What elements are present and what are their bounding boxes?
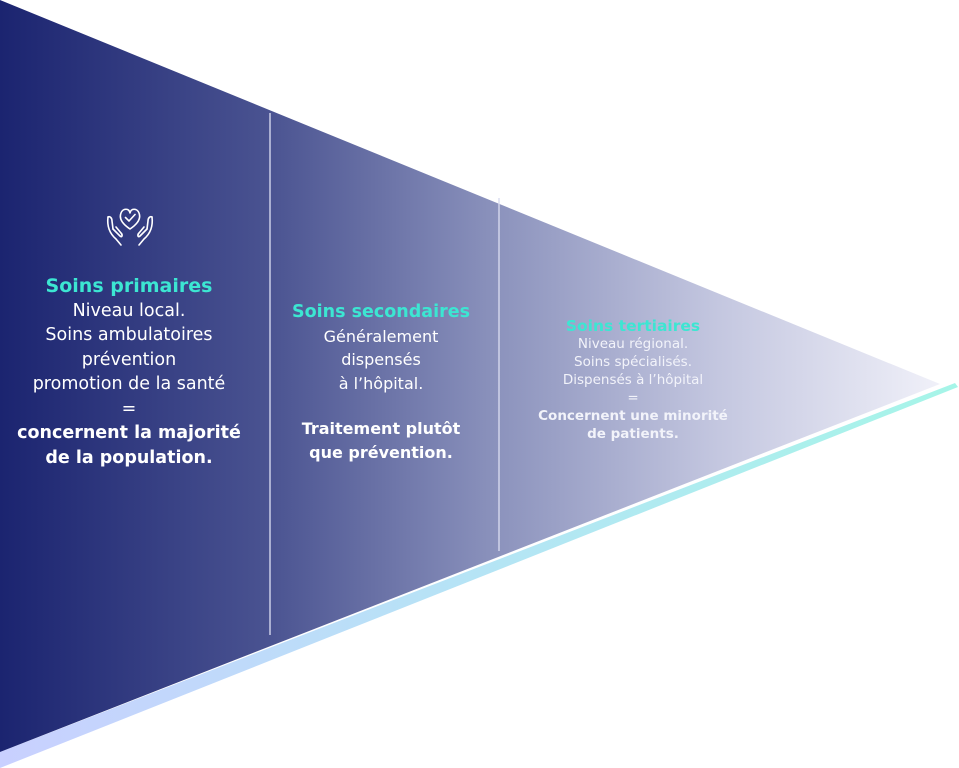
tier-primary-equals: = (121, 398, 137, 419)
tier-secondary-line: à l’hôpital. (338, 373, 424, 393)
tier-secondary: Soins secondaires Généralement dispensés… (276, 301, 486, 464)
tier-primary: Soins primaires Niveau local. Soins ambu… (0, 274, 258, 470)
tier-secondary-conclusion: que prévention. (309, 442, 453, 462)
tier-secondary-spacer (276, 395, 486, 417)
tier-primary-conclusion: de la population. (45, 447, 213, 468)
tier-secondary-line: Généralement (323, 326, 439, 346)
tier-tertiary-title: Soins tertiaires (565, 317, 701, 335)
tier-tertiary-conclusion: Concernent une minorité (538, 408, 728, 424)
tier-primary-line: Niveau local. (72, 300, 186, 321)
heart-hands-icon (106, 208, 154, 246)
tier-tertiary-line: Niveau régional. (577, 336, 689, 352)
tier-secondary-line: dispensés (341, 350, 421, 369)
tier-tertiary-line: Dispensés à l’hôpital (562, 372, 704, 388)
triangle-shadow-band (0, 383, 958, 768)
tier-tertiary: Soins tertiaires Niveau régional. Soins … (520, 317, 746, 443)
tier-primary-title: Soins primaires (45, 275, 213, 297)
tier-secondary-title: Soins secondaires (292, 302, 470, 322)
triangle-body (0, 0, 940, 752)
tier-primary-line: Soins ambulatoires (45, 325, 213, 345)
tier-secondary-conclusion: Traitement plutôt (301, 419, 461, 438)
tier-tertiary-line: Soins spécialisés. (574, 354, 692, 370)
tier-primary-line: promotion de la santé (32, 374, 226, 394)
tier-primary-conclusion: concernent la majorité (17, 423, 241, 443)
tier-tertiary-conclusion: de patients. (587, 426, 679, 442)
tier-tertiary-equals: = (627, 390, 639, 406)
tier-primary-line: prévention (81, 349, 177, 370)
